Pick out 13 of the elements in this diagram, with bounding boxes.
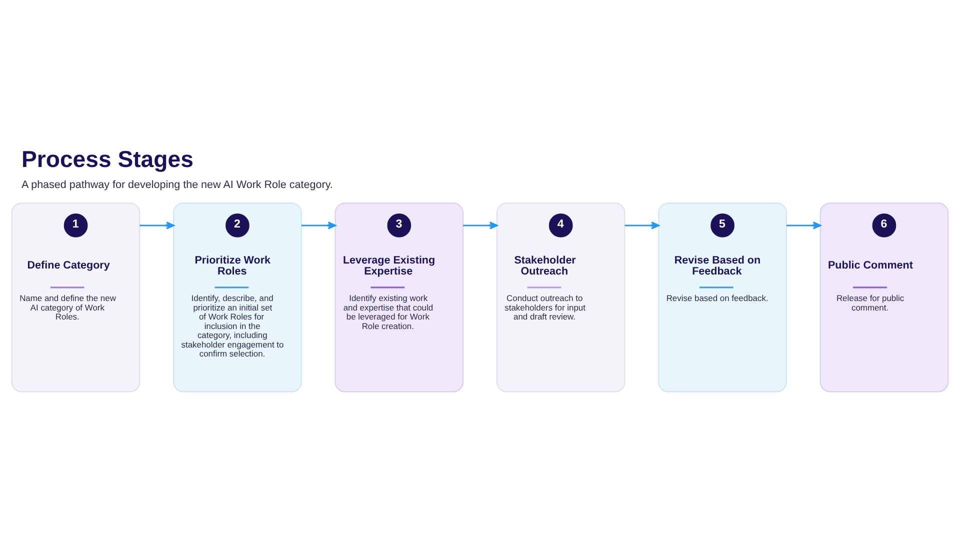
node-circle: 5 — [710, 213, 734, 237]
node-circle: 1 — [64, 213, 88, 237]
caption: A phased pathway for developing the new AI Work Role category. — [22, 178, 333, 190]
arrow — [301, 221, 336, 229]
arrow — [624, 221, 660, 229]
node-circle: 4 — [548, 213, 573, 237]
arrow — [140, 221, 174, 229]
node-circle: 2 — [226, 213, 250, 237]
node-circle: 6 — [872, 213, 896, 237]
arrow — [786, 221, 822, 229]
node-circle: 3 — [387, 213, 412, 237]
diagram-title: Process Stages — [22, 145, 194, 172]
arrow — [463, 221, 498, 229]
